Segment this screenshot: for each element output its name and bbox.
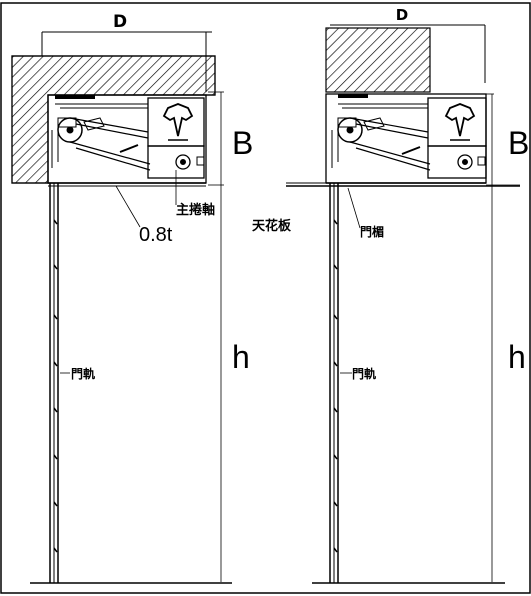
left-main-shaft-label: 主捲軸 — [176, 202, 215, 218]
right-wall-hatch — [325, 27, 431, 93]
right-dim-height-label: h — [508, 339, 526, 375]
right-section-view — [286, 24, 520, 584]
right-dim-box-label: B — [508, 125, 529, 161]
left-dim-box-label: B — [232, 125, 253, 161]
left-section-view — [11, 31, 232, 584]
right-rail-label: 門軌 — [352, 366, 376, 381]
right-ceiling-label: 天花板 — [252, 218, 292, 234]
left-main-shaft-icon — [175, 154, 191, 170]
left-rail-label: 門軌 — [71, 366, 95, 381]
right-lintel-label: 門楣 — [360, 224, 384, 239]
right-dim-depth-label: D — [396, 6, 408, 24]
left-dim-depth-label: D — [113, 12, 127, 32]
left-thickness-label: 0.8t — [139, 224, 173, 246]
right-main-shaft-icon — [457, 154, 473, 170]
left-dim-height-label: h — [232, 339, 250, 375]
